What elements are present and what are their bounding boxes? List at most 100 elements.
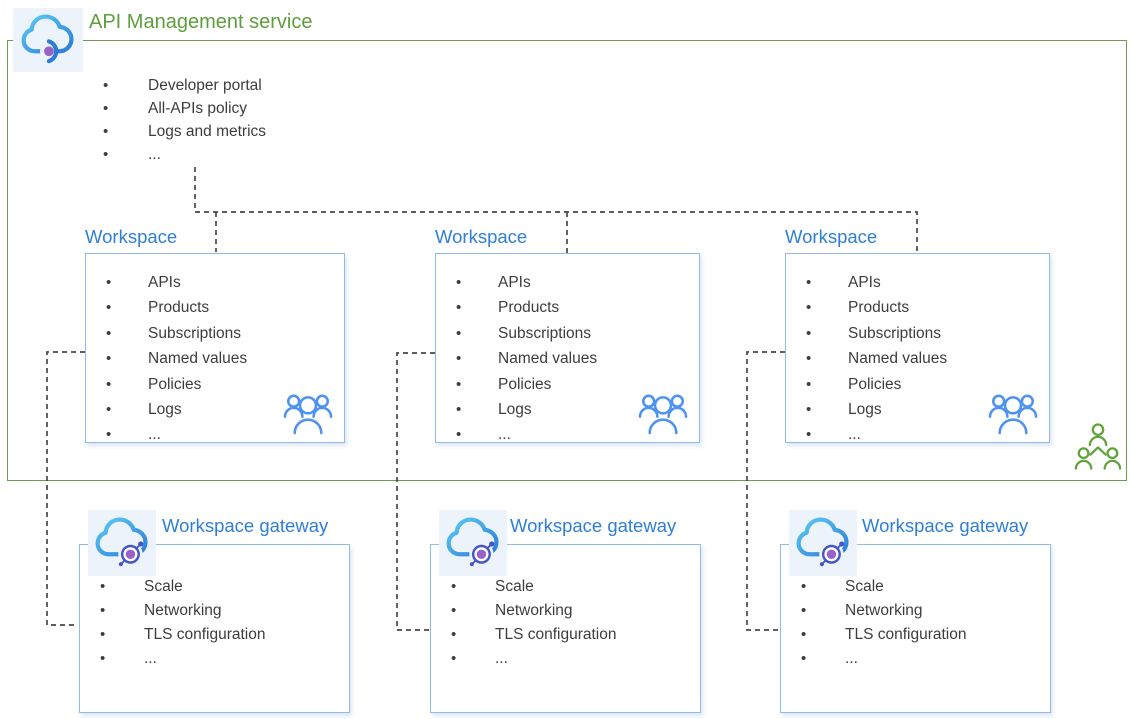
workspace-1-box: APIs Products Subscriptions Named values…: [85, 253, 345, 443]
list-item: Products: [806, 295, 947, 320]
bullet-marker: [451, 575, 495, 599]
list-item: Policies: [806, 372, 947, 397]
list-item-label: Scale: [495, 578, 534, 595]
people-group-icon: [988, 394, 1038, 435]
org-people-icon: [1074, 423, 1122, 470]
list-item: TLS configuration: [801, 623, 967, 647]
bullet-marker: [106, 346, 148, 371]
bullet-marker: [456, 372, 498, 397]
list-item: Logs: [806, 397, 947, 422]
bullet-marker: [801, 575, 845, 599]
list-item-label: Policies: [148, 375, 202, 393]
bullet-marker: [806, 397, 848, 422]
list-item: Networking: [100, 599, 266, 623]
list-item: ...: [451, 647, 617, 671]
list-item: ...: [456, 422, 597, 447]
workspace-gateway-2-label: Workspace gateway: [510, 515, 677, 536]
list-item: Products: [456, 295, 597, 320]
list-item-label: APIs: [148, 274, 181, 291]
bullet-marker: [106, 372, 148, 397]
bullet-marker: [103, 97, 148, 120]
bullet-marker: [100, 599, 144, 623]
workspace-gateway-cloud-icon: [796, 517, 849, 567]
workspace-gateway-1-icon-tile: [88, 510, 156, 576]
list-item: Subscriptions: [806, 321, 947, 346]
list-item: ...: [106, 422, 247, 447]
api-management-icon-tile: [13, 8, 83, 72]
list-item: Named values: [806, 346, 947, 371]
list-item: ...: [103, 143, 266, 166]
workspace-2-feature-list: APIs Products Subscriptions Named values…: [456, 270, 597, 448]
list-item-label: Policies: [848, 375, 902, 393]
bullet-marker: [456, 346, 498, 371]
list-item-label: Named values: [498, 350, 598, 368]
workspace-3-box: APIs Products Subscriptions Named values…: [785, 253, 1050, 443]
list-item: TLS configuration: [100, 623, 266, 647]
bullet-marker: [100, 623, 144, 647]
list-item: ...: [801, 647, 967, 671]
workspace-gateway-3-feature-list: Scale Networking TLS configuration ...: [801, 575, 967, 671]
bullet-marker: [103, 120, 148, 143]
list-item: All-APIs policy: [103, 97, 266, 120]
list-item-label: TLS configuration: [495, 626, 617, 643]
bullet-marker: [456, 321, 498, 346]
list-item-label: APIs: [848, 274, 881, 291]
list-item: APIs: [806, 270, 947, 295]
list-item-label: Logs and metrics: [148, 123, 267, 140]
api-management-service-box: [7, 40, 1127, 481]
list-item-label: Subscriptions: [148, 324, 242, 342]
list-item: Named values: [456, 346, 597, 371]
bullet-marker: [106, 422, 148, 447]
workspace-gateway-3-icon-tile: [789, 510, 857, 576]
list-item-label: APIs: [498, 274, 531, 291]
list-item: APIs: [456, 270, 597, 295]
list-item: Networking: [801, 599, 967, 623]
bullet-marker: [451, 623, 495, 647]
service-feature-list: Developer portal All-APIs policy Logs an…: [103, 74, 266, 166]
workspace-gateway-3-box: Scale Networking TLS configuration ...: [780, 544, 1051, 713]
workspace-2-label: Workspace: [435, 226, 528, 247]
bullet-marker: [456, 422, 498, 447]
workspace-gateway-2-feature-list: Scale Networking TLS configuration ...: [451, 575, 617, 671]
list-item-label: All-APIs policy: [148, 100, 248, 117]
list-item: Logs: [106, 397, 247, 422]
list-item-label: Logs: [498, 400, 532, 418]
bullet-marker: [103, 143, 148, 166]
bullet-marker: [806, 422, 848, 447]
api-management-cloud-icon: [21, 14, 74, 64]
bullet-marker: [456, 270, 498, 295]
workspace-gateway-1-label: Workspace gateway: [162, 515, 329, 536]
list-item: ...: [806, 422, 947, 447]
bullet-marker: [100, 575, 144, 599]
list-item-label: TLS configuration: [845, 626, 967, 643]
list-item-label: Subscriptions: [848, 324, 942, 342]
workspace-gateway-cloud-icon: [95, 517, 148, 567]
workspace-gateway-2-icon-tile: [439, 510, 507, 576]
people-group-icon: [283, 394, 333, 435]
bullet-marker: [103, 74, 148, 97]
list-item: Products: [106, 295, 247, 320]
list-item: ...: [100, 647, 266, 671]
list-item-label: ...: [848, 426, 861, 444]
list-item: Networking: [451, 599, 617, 623]
list-item: Policies: [456, 372, 597, 397]
bullet-marker: [456, 295, 498, 320]
service-title: API Management service: [89, 11, 313, 33]
list-item: TLS configuration: [451, 623, 617, 647]
bullet-marker: [100, 647, 144, 671]
bullet-marker: [106, 397, 148, 422]
bullet-marker: [801, 599, 845, 623]
list-item-label: Products: [148, 299, 210, 317]
list-item-label: Named values: [148, 350, 248, 368]
list-item-label: Products: [498, 299, 560, 317]
list-item-label: Logs: [848, 400, 882, 418]
list-item: Developer portal: [103, 74, 266, 97]
list-item: Named values: [106, 346, 247, 371]
list-item: Subscriptions: [456, 321, 597, 346]
list-item: Scale: [801, 575, 967, 599]
list-item: APIs: [106, 270, 247, 295]
workspace-gateway-cloud-icon: [446, 517, 499, 567]
list-item-label: Networking: [144, 602, 222, 619]
bullet-marker: [806, 295, 848, 320]
list-item: Logs and metrics: [103, 120, 266, 143]
